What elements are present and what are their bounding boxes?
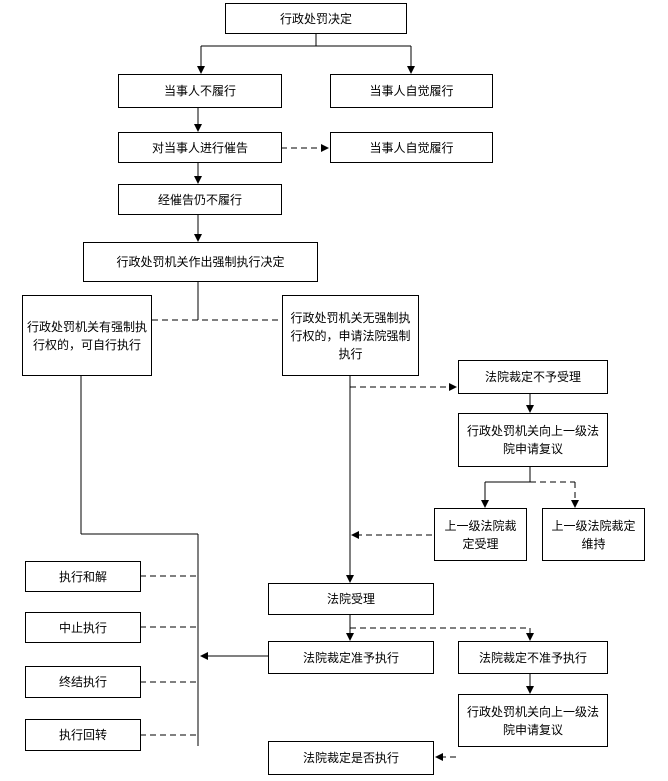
node-terminate: 终结执行: [25, 666, 141, 698]
node-court-reject: 法院裁定不予受理: [458, 360, 608, 394]
node-decision: 行政处罚决定: [225, 3, 407, 34]
node-upper-maintain: 上一级法院裁定维持: [542, 508, 645, 561]
node-suspend: 中止执行: [25, 612, 141, 643]
node-court-whether: 法院裁定是否执行: [268, 741, 434, 775]
node-upper-accept: 上一级法院裁定受理: [434, 508, 527, 561]
node-review-2: 行政处罚机关向上一级法院申请复议: [458, 694, 608, 747]
node-review-1: 行政处罚机关向上一级法院申请复议: [458, 413, 608, 467]
node-court-disallow: 法院裁定不准予执行: [458, 641, 608, 674]
node-reverse: 执行回转: [25, 719, 141, 751]
node-enforce-decision: 行政处罚机关作出强制执行决定: [83, 242, 318, 282]
node-has-power: 行政处罚机关有强制执行权的，可自行执行: [22, 295, 152, 376]
node-no-power: 行政处罚机关无强制执行权的，申请法院强制执行: [282, 295, 419, 376]
node-urge: 对当事人进行催告: [118, 132, 282, 163]
node-self-perform-1: 当事人自觉履行: [330, 74, 493, 108]
node-court-allow: 法院裁定准予执行: [268, 641, 434, 674]
node-self-perform-2: 当事人自觉履行: [330, 132, 493, 163]
node-court-accept: 法院受理: [268, 583, 434, 615]
node-still-not: 经催告仍不履行: [118, 184, 282, 215]
node-not-perform: 当事人不履行: [118, 74, 282, 108]
node-reconcile: 执行和解: [25, 561, 141, 592]
